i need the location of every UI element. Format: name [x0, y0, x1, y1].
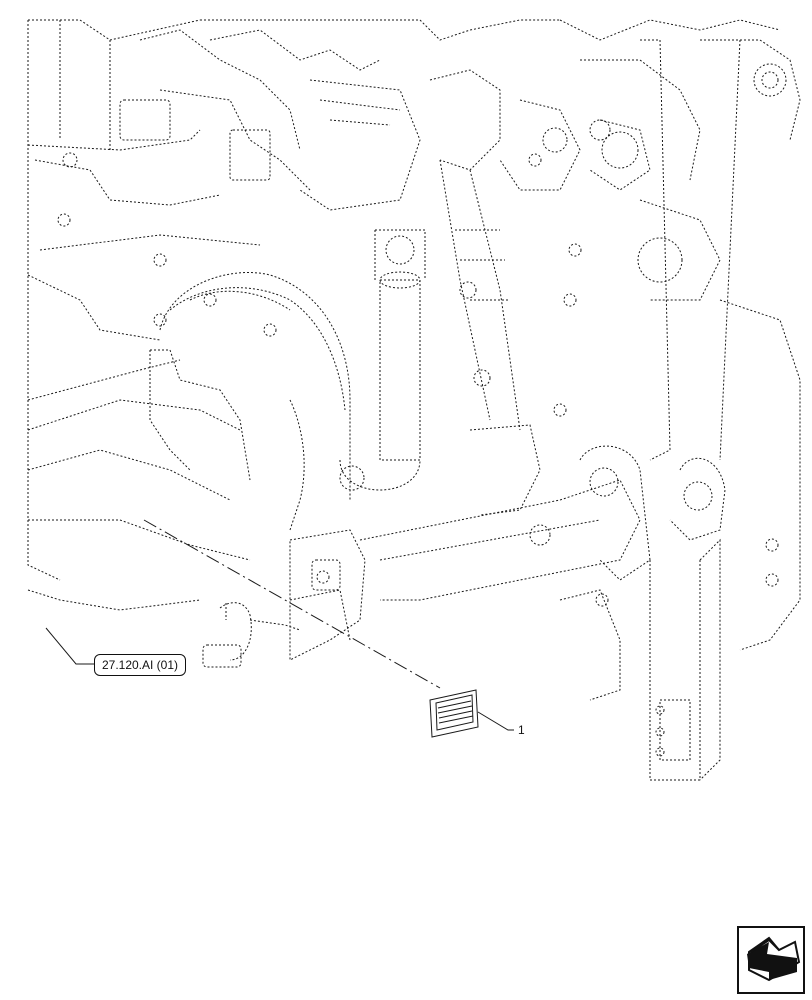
reference-leader — [45, 627, 94, 665]
callout-leader-1 — [477, 711, 514, 731]
view-orientation-arrow-icon[interactable] — [737, 926, 805, 994]
part-1-reflector[interactable] — [429, 689, 479, 738]
installation-axis-line — [143, 519, 441, 689]
tractor-rear-assembly — [27, 19, 801, 781]
view-orientation-arrow-glyph — [747, 936, 801, 982]
callout-label-1[interactable]: 1 — [518, 723, 525, 737]
reference-label-27-120-ai[interactable]: 27.120.AI (01) — [94, 654, 186, 676]
